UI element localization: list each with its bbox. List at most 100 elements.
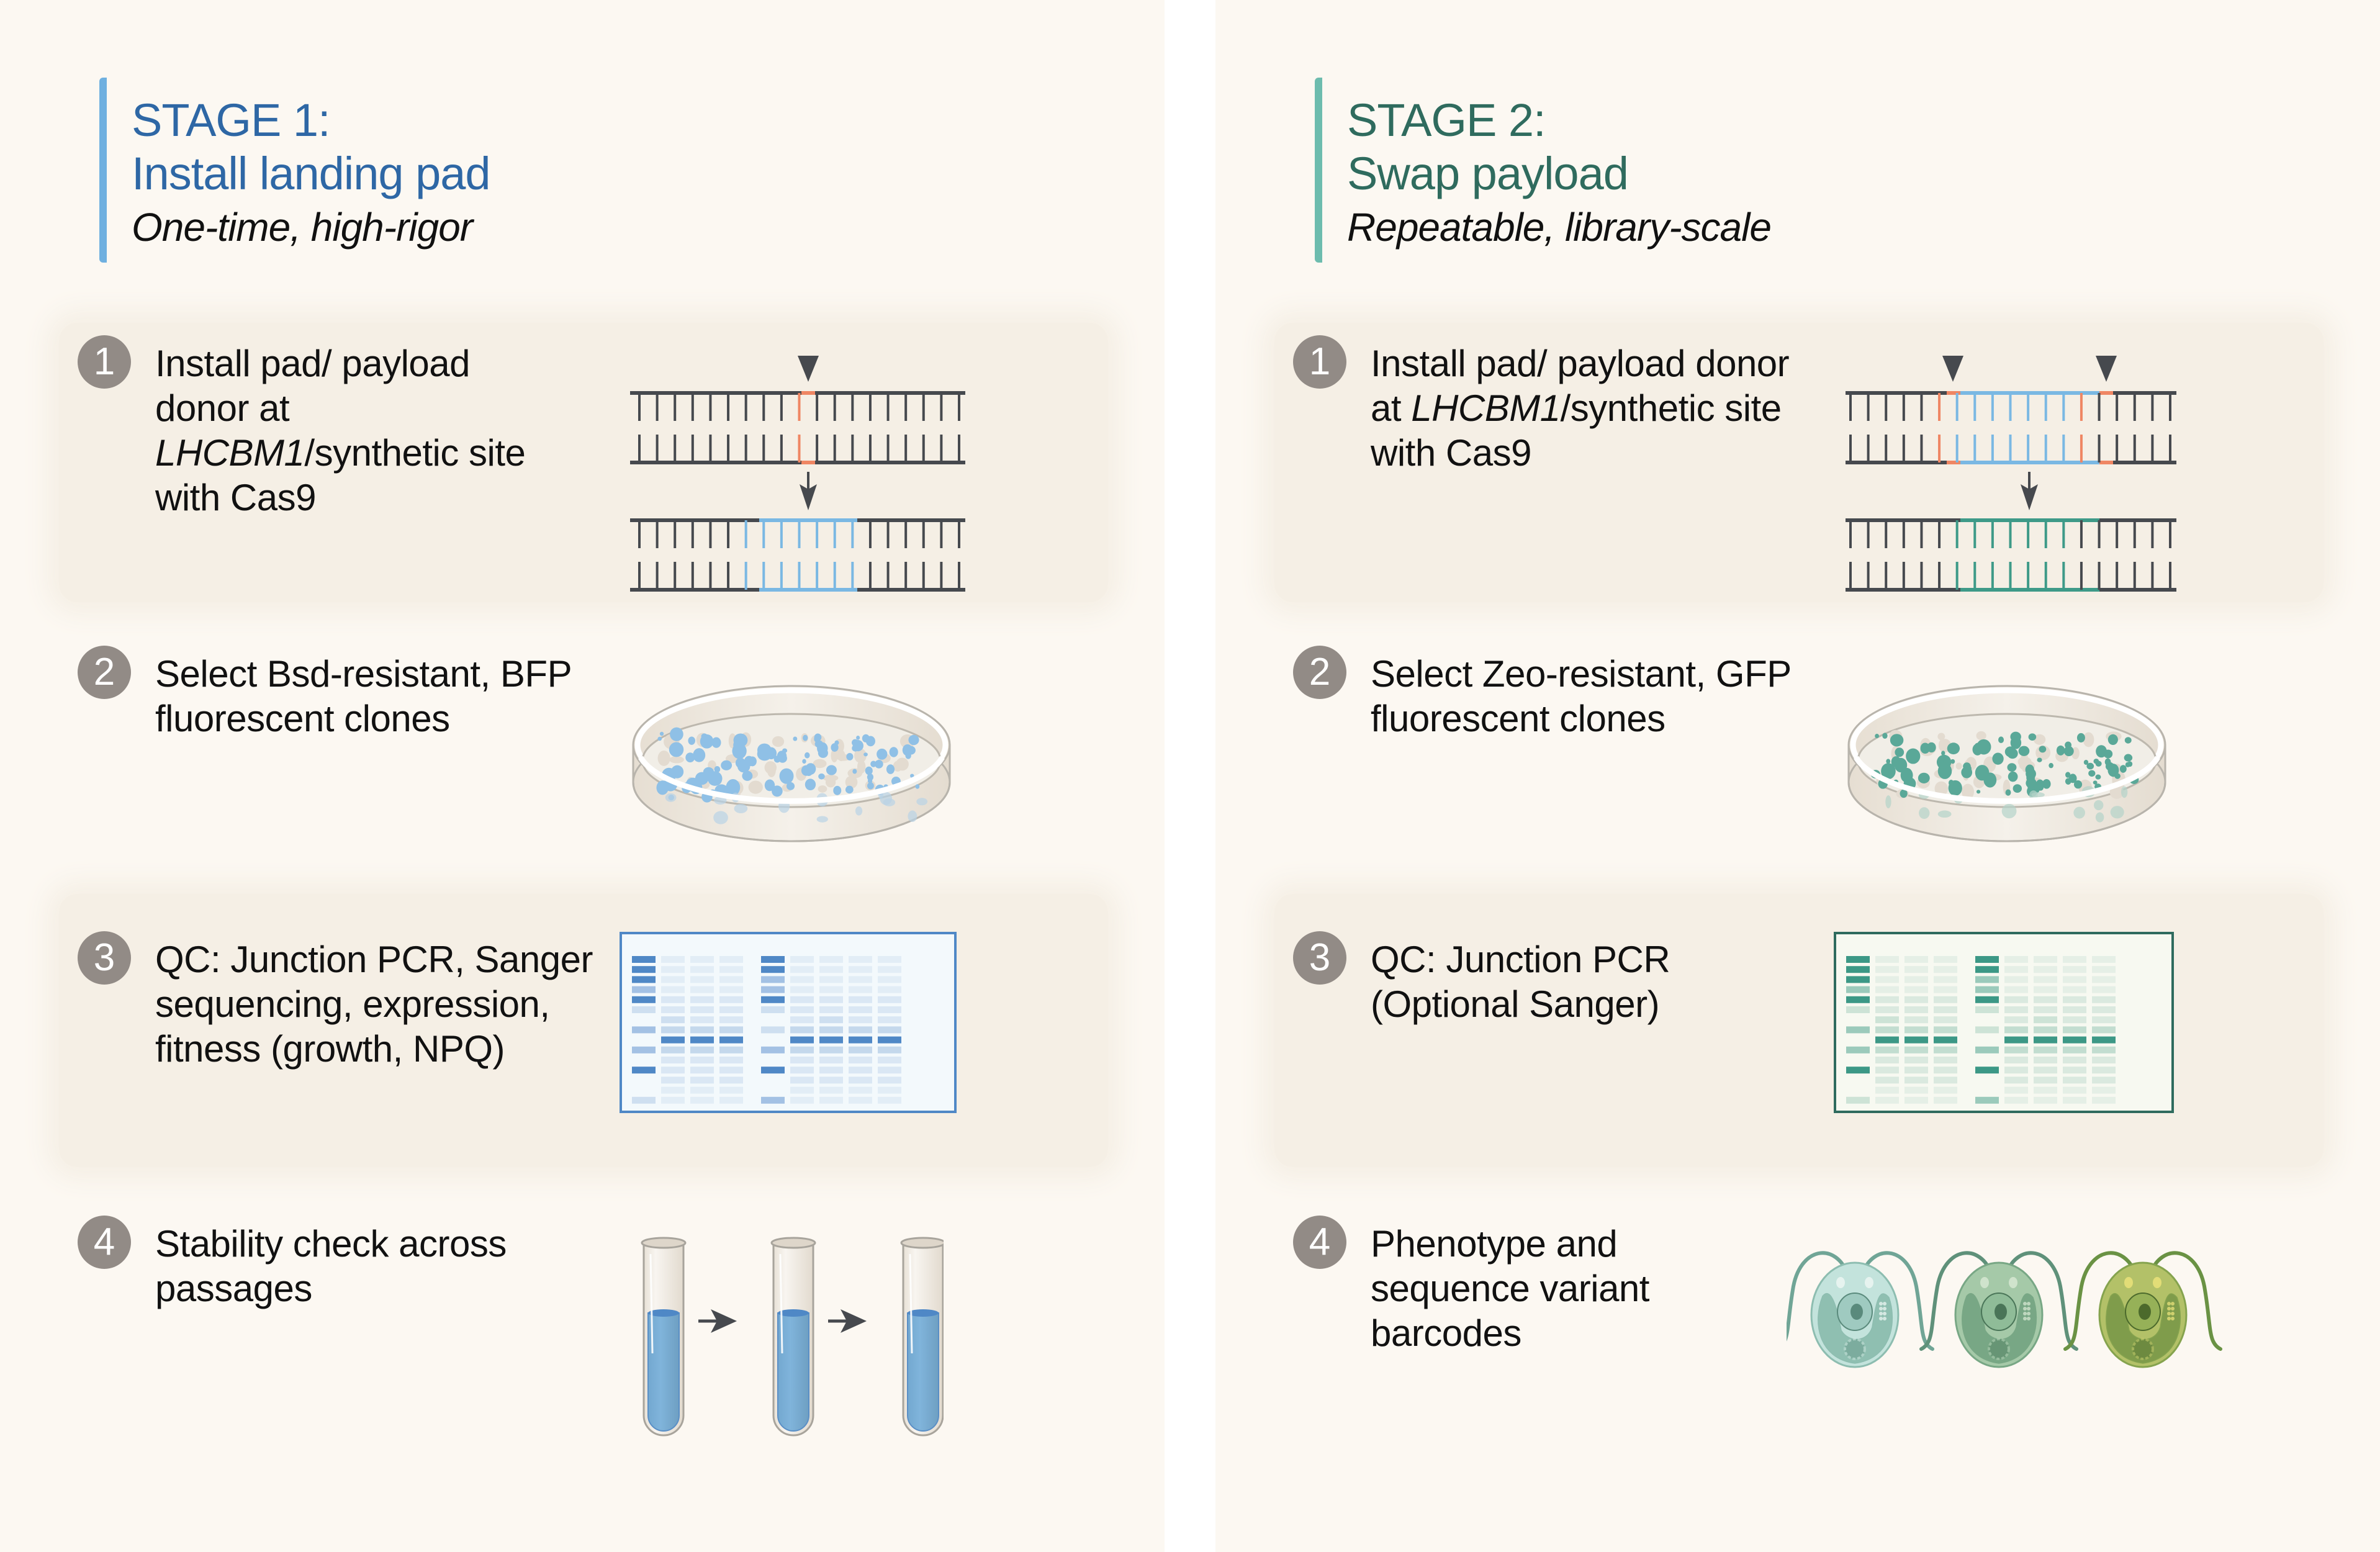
- gel-band: [719, 1096, 743, 1104]
- background-colony: [657, 750, 670, 766]
- gel-band: [1904, 1067, 1928, 1074]
- fluorescent-colony: [700, 734, 714, 749]
- gel-band: [878, 1086, 901, 1094]
- fluorescent-colony: [1886, 759, 1891, 764]
- gel-band: [1904, 1016, 1928, 1024]
- gel-band: [849, 986, 872, 993]
- gel-band: [1934, 956, 1957, 963]
- eyespot: [2009, 1277, 2017, 1288]
- eyespot: [1836, 1277, 1845, 1288]
- stage-1-subtitle: One-time, high-rigor: [132, 205, 473, 250]
- gel-band: [719, 1026, 743, 1034]
- gel-band: [878, 966, 901, 973]
- gel-band: [1846, 986, 1870, 993]
- arrow-right-icon: [841, 1309, 867, 1333]
- gel-band: [1875, 1026, 1899, 1034]
- gel-band: [2063, 1086, 2086, 1094]
- gel-band: [2004, 986, 2028, 993]
- gel-band: [690, 956, 714, 963]
- fluorescent-colony: [707, 771, 723, 786]
- gel-band: [1875, 956, 1899, 963]
- fluorescent-colony: [1891, 756, 1901, 768]
- gel-band: [2092, 1026, 2116, 1034]
- fluorescent-colony: [1992, 752, 2004, 765]
- gel-band: [2092, 986, 2116, 993]
- nucleolus: [1995, 1304, 2007, 1320]
- gel-band: [1875, 1036, 1899, 1044]
- fluorescent-colony: [786, 782, 795, 790]
- fluorescent-colony: [902, 744, 913, 756]
- step-text: Stability check across passages: [155, 1223, 507, 1309]
- fluorescent-colony: [2088, 770, 2096, 777]
- gel-band: [790, 1067, 814, 1074]
- fluorescent-colony: [772, 785, 783, 797]
- dna-backbone: [1846, 461, 1947, 464]
- tube-liquid: [647, 1312, 680, 1432]
- granule: [2167, 1317, 2171, 1320]
- dna-backbone: [1947, 461, 1960, 464]
- fluorescent-colony: [2125, 762, 2130, 767]
- gel-band: [2004, 956, 2028, 963]
- fluorescent-colony: [2083, 759, 2089, 765]
- reflected-colony: [2001, 803, 2017, 819]
- stage-2-title: Swap payload: [1347, 148, 1629, 199]
- dna-backbone: [2099, 461, 2113, 464]
- fluorescent-colony: [1942, 767, 1952, 777]
- dish-front-rim: [1854, 756, 2160, 804]
- gel-band: [2063, 1026, 2086, 1034]
- gel-band: [790, 956, 814, 963]
- fluorescent-colony: [870, 760, 877, 767]
- fluorescent-colony: [2068, 774, 2077, 783]
- dna-backbone: [1947, 391, 1960, 395]
- stage-2-subtitle: Repeatable, library-scale: [1347, 205, 1772, 250]
- fluorescent-colony: [777, 751, 787, 762]
- background-colony: [1934, 781, 1949, 796]
- gel-band: [2034, 1046, 2057, 1053]
- gel-band: [1846, 1046, 1870, 1053]
- gel-band: [761, 976, 785, 983]
- gel-band: [819, 976, 843, 983]
- fluorescent-colony: [1983, 772, 1997, 788]
- step-number-badge: 1: [78, 335, 131, 389]
- fluorescent-colony: [764, 779, 775, 792]
- gel-band: [690, 1076, 714, 1084]
- gel-band: [1904, 966, 1928, 973]
- gel-band: [878, 1057, 901, 1063]
- fluorescent-colony: [1980, 742, 1988, 753]
- gel-band: [1934, 996, 1957, 1003]
- fluorescent-colony: [1882, 733, 1888, 739]
- gel-band: [790, 1086, 814, 1094]
- fluorescent-colony: [2042, 779, 2051, 789]
- step-text-part: /synthetic site with Cas9: [1371, 387, 1782, 474]
- gel-band: [1934, 1046, 1957, 1053]
- gel-band: [1934, 1096, 1957, 1104]
- fluorescent-colony: [908, 734, 919, 746]
- background-colony: [831, 749, 838, 763]
- tube-lip: [770, 1237, 816, 1249]
- flagellum-right: [2147, 1251, 2222, 1351]
- gel-band: [761, 966, 785, 973]
- gel-band: [2034, 1057, 2057, 1063]
- fluorescent-colony: [726, 779, 741, 796]
- fluorescent-colony: [695, 772, 709, 785]
- reflected-colony: [734, 803, 748, 814]
- nucleolus: [2139, 1304, 2151, 1320]
- dna-backbone: [759, 588, 857, 592]
- background-colony: [1955, 762, 1962, 770]
- gel-band: [632, 1026, 656, 1034]
- gel-band: [2092, 1006, 2116, 1013]
- gel-band: [2004, 1057, 2028, 1063]
- gel-band: [878, 996, 901, 1003]
- algae-cell-icon: [2063, 1251, 2222, 1368]
- gel-band: [849, 1067, 872, 1074]
- fluorescent-colony: [2028, 733, 2037, 741]
- gel-band: [2063, 1096, 2086, 1104]
- gel-band: [878, 1016, 901, 1024]
- stage-1-title: Install landing pad: [132, 148, 491, 199]
- gel-band: [790, 966, 814, 973]
- gel-band: [2004, 996, 2028, 1003]
- gel-blue-icon: [620, 932, 957, 1113]
- gel-band: [1904, 1086, 1928, 1094]
- gel-band: [849, 1046, 872, 1053]
- chloroplast: [1818, 1293, 1893, 1364]
